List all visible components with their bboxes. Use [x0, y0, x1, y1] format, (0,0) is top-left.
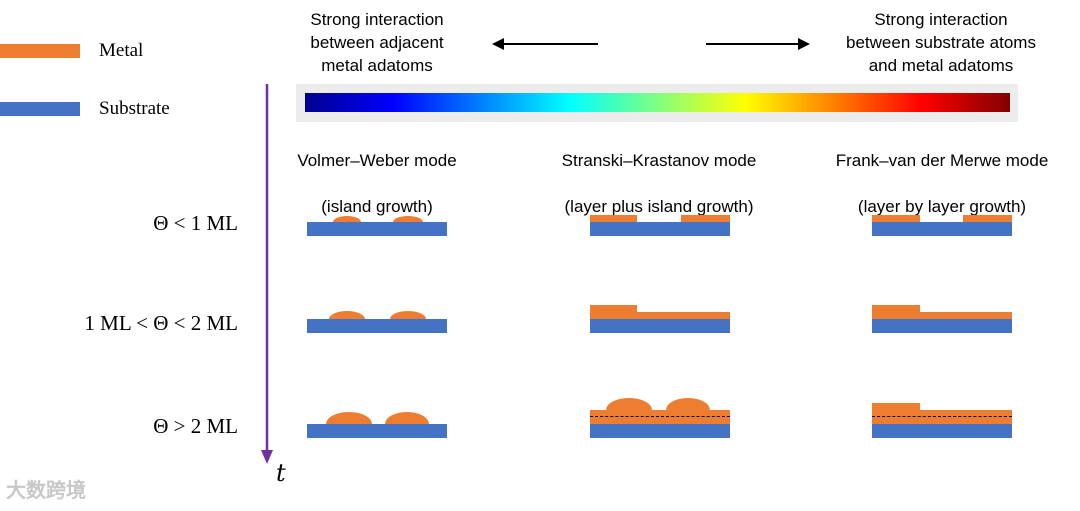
fm-row2-diagram [872, 293, 1012, 333]
substrate-layer [872, 424, 1012, 438]
substrate-layer [307, 222, 447, 236]
layer-boundary-dashed-line [872, 416, 1012, 417]
metal-wetting-layer [590, 410, 730, 424]
substrate-layer [872, 319, 1012, 333]
metal-second-layer-patch [872, 305, 920, 312]
metal-island [666, 398, 710, 410]
substrate-layer [590, 424, 730, 438]
interaction-right-text: Strong interaction between substrate ato… [846, 10, 1036, 75]
metal-island [393, 216, 423, 222]
metal-third-layer-patch [872, 403, 920, 410]
time-label: t [276, 459, 286, 487]
time-arrow [261, 84, 273, 464]
mode-subtitle: (layer by layer growth) [857, 197, 1027, 216]
arrow-right-head-icon [798, 38, 810, 50]
legend-substrate-swatch [0, 102, 80, 116]
arrow-left-head-icon [492, 38, 504, 50]
vw-row2-diagram [307, 293, 447, 333]
sk-row2-diagram [590, 293, 730, 333]
substrate-layer [590, 319, 730, 333]
metal-layer-patch [872, 215, 920, 222]
metal-island [390, 311, 426, 319]
watermark-logo: 大数跨境 [6, 480, 86, 502]
time-arrow-head-icon [261, 450, 273, 464]
interaction-left-text: Strong interaction between adjacent meta… [310, 10, 444, 75]
metal-layer-patch [681, 215, 730, 222]
interaction-colorbar [305, 93, 1010, 112]
sk-row1-diagram [590, 196, 730, 236]
legend-substrate-label: Substrate [99, 98, 170, 119]
interaction-arrows [492, 38, 810, 50]
metal-complete-layers [872, 410, 1012, 424]
substrate-layer [590, 222, 730, 236]
metal-island [606, 398, 652, 410]
metal-layer-patch [590, 215, 637, 222]
mode-title-frank-van-der-merwe: Frank–van der Merwe mode (layer by layer… [802, 126, 1080, 241]
substrate-layer [307, 424, 447, 438]
substrate-layer [307, 319, 447, 333]
metal-first-layer [872, 312, 1012, 319]
metal-island [333, 216, 361, 222]
legend-metal-label: Metal [99, 40, 144, 61]
fm-row3-diagram [872, 398, 1012, 438]
metal-wetting-layer [590, 312, 730, 319]
metal-island [326, 412, 372, 424]
metal-island [329, 311, 365, 319]
mode-subtitle: (layer plus island growth) [564, 197, 754, 216]
vw-row3-diagram [307, 398, 447, 438]
mode-name: Volmer–Weber mode [297, 151, 457, 170]
coverage-label-below-1ml: Θ < 1 ML [153, 211, 238, 235]
sk-row3-diagram [590, 398, 730, 438]
layer-boundary-dashed-line [590, 416, 730, 417]
mode-title-stranski-krastanov: Stranski–Krastanov mode (layer plus isla… [519, 126, 799, 241]
legend-metal-swatch [0, 44, 80, 58]
vw-row1-diagram [307, 196, 447, 236]
mode-title-volmer-weber: Volmer–Weber mode (island growth) [237, 126, 517, 241]
fm-row1-diagram [872, 196, 1012, 236]
mode-subtitle: (island growth) [321, 197, 433, 216]
mode-name: Stranski–Krastanov mode [561, 151, 757, 170]
metal-layer-patch [963, 215, 1012, 222]
coverage-label-1-to-2ml: 1 ML < Θ < 2 ML [84, 311, 238, 335]
metal-second-layer-patch [590, 305, 637, 312]
metal-island [385, 412, 429, 424]
coverage-label-above-2ml: Θ > 2 ML [153, 414, 238, 438]
substrate-layer [872, 222, 1012, 236]
mode-name: Frank–van der Merwe mode [835, 151, 1049, 170]
